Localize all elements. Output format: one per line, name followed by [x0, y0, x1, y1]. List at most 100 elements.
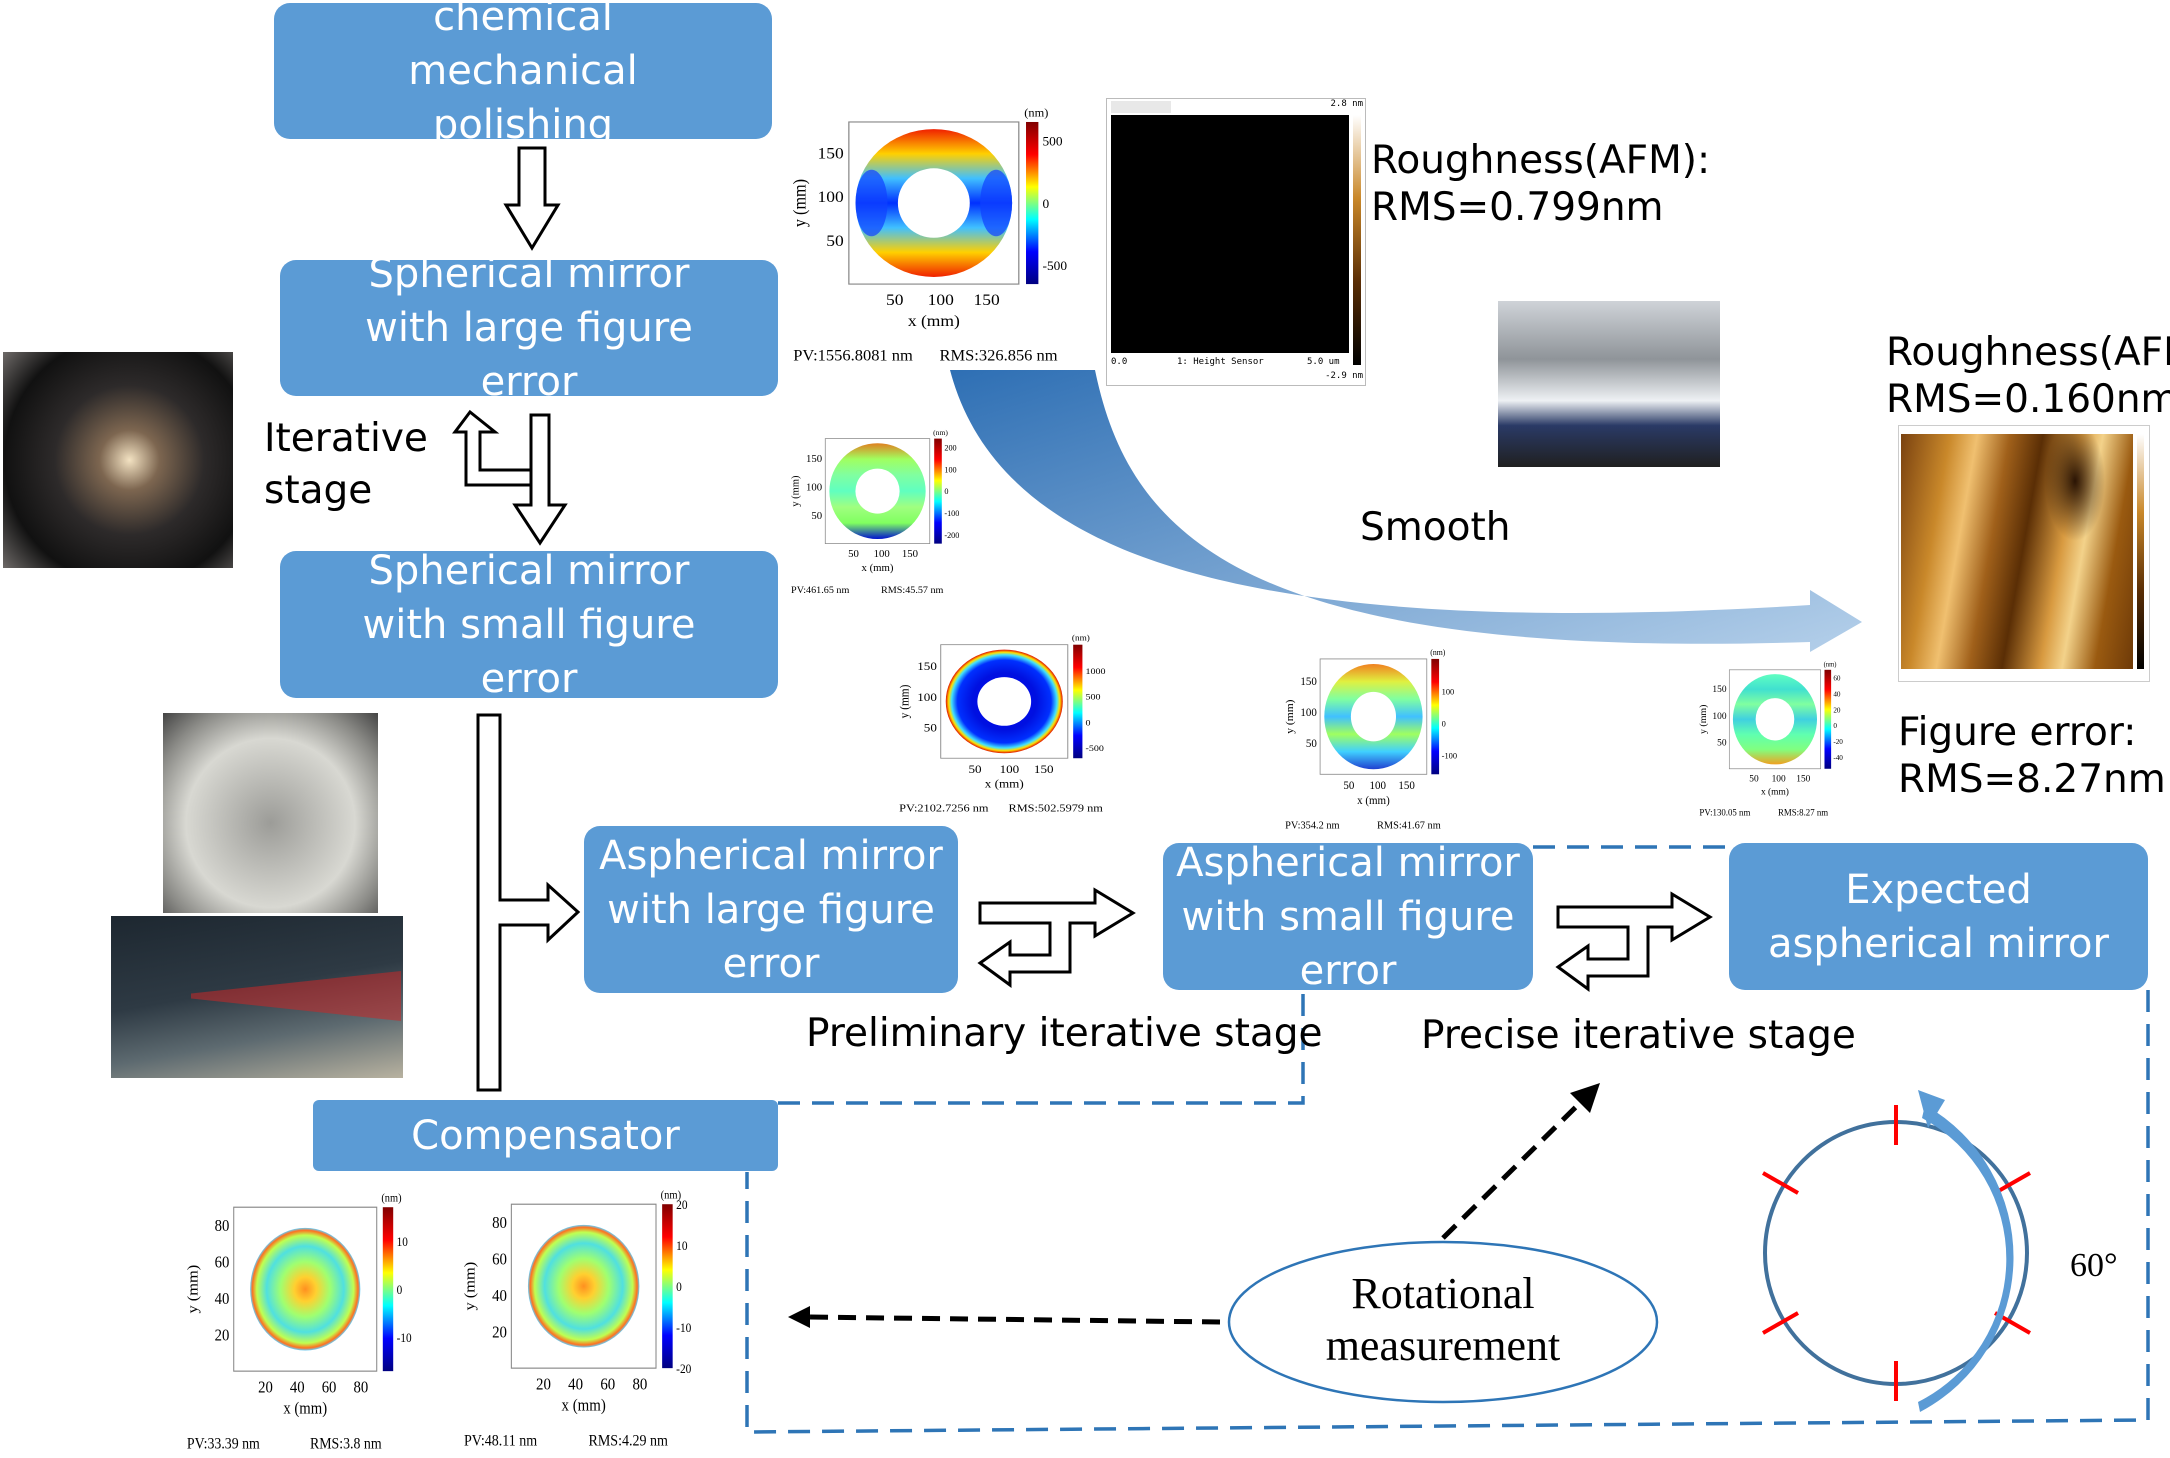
x-tick-label: 20 [258, 1379, 273, 1397]
colorbar-tick-label: -500 [1086, 745, 1105, 754]
colorbar-tick-label: 0 [676, 1279, 682, 1294]
colorbar-tick-label: -20 [676, 1361, 691, 1376]
x-tick-label: 150 [1398, 780, 1415, 792]
x-tick-label: 100 [1772, 773, 1786, 784]
arrowhead-up [1570, 1083, 1600, 1113]
interferometer-photo [111, 916, 403, 1078]
preliminary-loop-arrow [977, 887, 1136, 988]
x-tick-label: 100 [1370, 780, 1387, 792]
rms-value: RMS:326.856 nm [940, 348, 1059, 364]
mirror-aperture [1755, 698, 1795, 741]
arrowhead-left [788, 1306, 810, 1328]
y-tick-label: 150 [1300, 676, 1317, 688]
colorbar-tick-label: -10 [397, 1331, 412, 1346]
pv-value: PV:354.2 nm [1285, 820, 1340, 831]
dashed-frame [745, 845, 2150, 1434]
laser-beam [191, 971, 401, 1021]
x-tick-label: 150 [902, 549, 918, 560]
colorbar-tick-label: 10 [397, 1234, 408, 1249]
x-tick-label: 40 [568, 1376, 583, 1394]
colorbar-tick-label: 20 [676, 1198, 687, 1213]
pv-value: PV:130.05 nm [1699, 807, 1750, 817]
colorbar-tick-label: -10 [676, 1320, 691, 1335]
x-tick-label: 80 [632, 1376, 647, 1394]
colorbar [662, 1204, 673, 1369]
colorbar-tick-label: -100 [1442, 750, 1457, 760]
afm-x-start: 0.0 [1111, 357, 1128, 367]
compensator-box: Compensator [313, 1100, 778, 1171]
colorbar [934, 438, 942, 544]
colorbar-unit: (nm) [381, 1192, 402, 1205]
mirror-aperture [977, 677, 1032, 726]
expected-aspherical-box: Expected aspherical mirror [1729, 843, 2148, 990]
y-tick-label: 100 [917, 691, 937, 704]
colorbar-tick-label: 0 [1442, 718, 1446, 728]
aspherical-large-error-box: Aspherical mirror with large figure erro… [584, 826, 958, 993]
smooth-label: Smooth [1360, 505, 1511, 550]
roughness1-value: RMS=0.799nm [1371, 185, 1664, 230]
x-tick-label: 100 [874, 549, 890, 560]
colorbar-tick-label: 1000 [1086, 667, 1106, 676]
y-tick-label: 50 [1717, 737, 1727, 748]
colorbar-tick-label: 0 [944, 487, 948, 496]
y-tick-label: 40 [215, 1290, 230, 1308]
aspherical-small-error-box: Aspherical mirror with small figure erro… [1163, 840, 1533, 994]
pv-value: PV:33.39 nm [187, 1436, 260, 1453]
y-tick-label: 50 [924, 721, 937, 734]
heatmap [527, 1224, 640, 1348]
afm-height-map [1111, 115, 1349, 353]
colorbar-tick-label: 0 [1043, 197, 1050, 210]
colorbar-tick-label: 10 [676, 1239, 687, 1254]
y-tick-label: 150 [917, 660, 937, 673]
x-axis-label: x (mm) [862, 563, 894, 574]
dashed-arrow-left [804, 1314, 1221, 1325]
y-tick-label: 80 [215, 1218, 230, 1236]
cmp-box: chemical mechanical polishing [274, 0, 772, 148]
x-tick-label: 50 [1749, 773, 1759, 784]
colorbar-unit: (nm) [1824, 661, 1837, 668]
y-tick-label: 50 [1306, 738, 1317, 750]
x-tick-label: 50 [969, 763, 982, 776]
x-tick-label: 80 [353, 1379, 368, 1397]
colorbar [1824, 669, 1832, 769]
dashed-arrow-up [1441, 1096, 1587, 1240]
mirror-aperture [855, 468, 900, 514]
afm-bottom-value: -2.9 nm [1325, 371, 1363, 381]
y-tick-label: 20 [492, 1324, 507, 1342]
polishing-tool-photo [163, 713, 378, 913]
colorbar-tick-label: -40 [1833, 753, 1843, 762]
x-axis-label: x (mm) [908, 312, 960, 330]
figure-error-value: RMS=8.27nm [1898, 757, 2166, 802]
x-tick-label: 50 [886, 291, 903, 309]
rms-value: RMS:45.57 nm [881, 585, 944, 596]
colorbar-tick-label: 200 [944, 444, 956, 453]
heatmap [250, 1227, 361, 1351]
afm-instrument-photo [1498, 301, 1720, 467]
y-tick-label: 20 [215, 1327, 230, 1345]
afm-toolbar [1111, 101, 1171, 113]
afm-image-before: 2.8 nm 0.0 1: Height Sensor 5.0 um -2.9 … [1106, 98, 1366, 386]
y-tick-label: 150 [806, 454, 822, 465]
colorbar-unit: (nm) [1430, 648, 1445, 657]
y-axis-label: y (mm) [1698, 705, 1709, 734]
roughness1-title: Roughness(AFM): [1371, 138, 1711, 183]
colorbar-tick-label: 0 [397, 1282, 403, 1297]
colorbar-unit: (nm) [1024, 106, 1048, 119]
afm-colorbar-smooth [2137, 434, 2144, 669]
y-tick-label: 50 [826, 232, 843, 250]
roughness2-title: Roughness(AFM): [1886, 330, 2170, 375]
colorbar [382, 1207, 394, 1372]
afm-height-map-smooth [1901, 434, 2133, 669]
y-tick-label: 80 [492, 1215, 507, 1233]
roughness2-value: RMS=0.160nm [1886, 377, 2170, 422]
